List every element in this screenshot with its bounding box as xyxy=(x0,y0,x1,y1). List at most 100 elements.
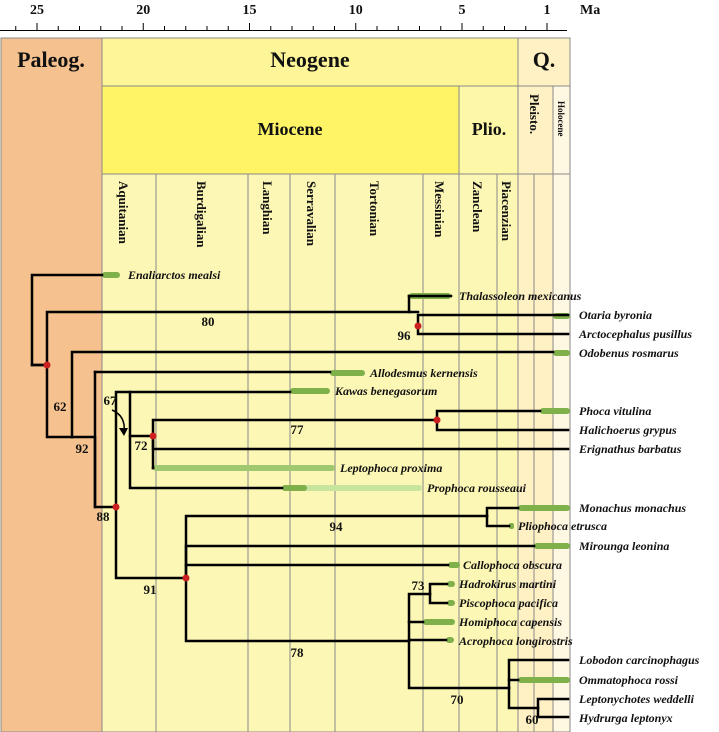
taxon-callophoca: Callophoca obscura xyxy=(463,558,562,572)
taxon-prophoca: Prophoca rousseaui xyxy=(427,481,527,495)
taxon-ommatophoca: Ommatophoca rossi xyxy=(579,673,679,687)
branch-kawas xyxy=(114,390,292,509)
node-label-62: 62 xyxy=(54,399,67,414)
stage-label-messinian: Messinian xyxy=(432,181,447,238)
taxon-monachus: Monachus monachus xyxy=(578,501,686,515)
node-label-88: 88 xyxy=(97,509,111,524)
stage-col-zanclean xyxy=(458,173,498,732)
range-allodesmus xyxy=(330,370,365,376)
node-dot-88 xyxy=(112,503,120,511)
branch-erignathus xyxy=(151,434,570,451)
stage-label-langhian: Langhian xyxy=(260,181,275,235)
taxon-kawas: Kawas benegasorum xyxy=(334,384,437,398)
stage-col-messinian xyxy=(422,173,460,732)
period-row: Paleog. Neogene Q. xyxy=(0,37,571,732)
node-label-91: 91 xyxy=(144,582,157,597)
node-dot-72 xyxy=(149,432,157,440)
stage-label-zanclean: Zanclean xyxy=(470,181,485,233)
range-bars xyxy=(102,272,570,683)
node-label-72: 72 xyxy=(135,438,148,453)
node-label-78: 78 xyxy=(291,645,305,660)
period-paleogene: Paleog. xyxy=(17,47,85,72)
branch-prophoca xyxy=(128,390,284,490)
branch-odobenus xyxy=(70,350,555,439)
miocene-box xyxy=(101,85,460,175)
node-labels: 80 96 62 92 67 72 77 88 94 91 73 78 70 6… xyxy=(54,314,539,727)
node-label-70: 70 xyxy=(451,692,464,707)
branch-pliophoca xyxy=(485,514,511,528)
node-label-94: 94 xyxy=(330,519,344,534)
quaternary-box xyxy=(517,37,571,87)
range-piscophoca xyxy=(447,600,455,606)
stage-label-serravalian: Serravalian xyxy=(304,181,319,247)
branch-node70 xyxy=(407,639,511,690)
taxon-erignathus: Erignathus barbatus xyxy=(578,442,682,456)
stage-col-piacenzian xyxy=(496,173,519,732)
node-label-96: 96 xyxy=(398,328,412,343)
taxon-homiphoca: Homiphoca capensis xyxy=(458,615,562,629)
taxon-halichoerus: Halichoerus grypus xyxy=(578,423,677,437)
range-prophoca-light xyxy=(282,485,422,491)
branch-otariid-stem xyxy=(45,310,420,367)
range-acrophoca xyxy=(446,637,454,643)
stage-col-langhian xyxy=(247,173,291,732)
branch-node78 xyxy=(184,576,411,643)
node-label-80: 80 xyxy=(202,314,215,329)
branch-mirounga xyxy=(184,544,536,580)
taxon-otaria: Otaria byronia xyxy=(579,308,652,322)
branch-hydrurga xyxy=(536,706,570,719)
node-dots xyxy=(43,322,441,582)
stage-col-serravalian xyxy=(289,173,336,732)
axis-tick-label: 20 xyxy=(136,3,150,18)
branch-hadrokirus xyxy=(428,582,449,596)
range-phoca xyxy=(540,408,570,414)
axis-tick-label: 25 xyxy=(30,3,44,18)
taxon-odobenus: Odobenus rosmarus xyxy=(579,346,679,360)
node-dot-96 xyxy=(414,322,422,330)
tree-branches xyxy=(30,273,570,719)
stage-col-pleistocene-a xyxy=(517,173,535,732)
taxon-piscophoca: Piscophoca pacifica xyxy=(459,596,558,610)
taxon-hydrurga: Hydrurga leptonyx xyxy=(578,711,673,725)
branch-piscophoca xyxy=(428,592,449,605)
period-quaternary: Q. xyxy=(533,47,556,72)
pliocene-box xyxy=(458,85,519,175)
range-hadrokirus xyxy=(447,581,455,587)
node-dot-phocini xyxy=(433,416,441,424)
stage-label-burdigalian: Burdigalian xyxy=(194,181,209,248)
range-ommatophoca xyxy=(518,677,570,683)
node-label-77: 77 xyxy=(291,422,305,437)
period-neogene: Neogene xyxy=(270,47,350,72)
node-label-92: 92 xyxy=(76,441,89,456)
stage-label-piacenzian: Piacenzian xyxy=(499,181,514,242)
stage-columns: Aquitanian Burdigalian Langhian Serraval… xyxy=(101,173,571,732)
branch-leptonychotes xyxy=(536,697,570,710)
taxon-leptophoca: Leptophoca proxima xyxy=(339,461,442,475)
taxon-leptonychotes: Leptonychotes weddelli xyxy=(578,692,695,706)
branch-node73-stem xyxy=(407,592,432,643)
node67-arrowhead xyxy=(119,428,128,436)
stage-label-tortonian: Tortonian xyxy=(367,181,382,237)
taxon-allodesmus: Allodesmus kernensis xyxy=(369,366,478,380)
paleogene-panel xyxy=(0,37,103,732)
epoch-holocene: Holocene xyxy=(556,101,566,137)
branch-phocini-stem xyxy=(151,418,439,438)
taxon-arctocephalus: Arctocephalus pusillus xyxy=(578,327,692,341)
range-odobenus xyxy=(553,350,570,356)
range-pliophoca xyxy=(509,523,514,529)
branch-lobodon xyxy=(507,658,570,690)
range-leptophoca xyxy=(153,465,335,471)
range-mirounga xyxy=(534,543,570,549)
node-label-60: 60 xyxy=(526,712,539,727)
axis-tick-label: 10 xyxy=(349,3,363,18)
epoch-miocene: Miocene xyxy=(258,119,323,139)
neogene-box xyxy=(101,37,519,87)
taxon-enaliarctos: Enaliarctos mealsi xyxy=(127,268,221,282)
range-enaliarctos xyxy=(102,272,120,278)
axis-unit: Ma xyxy=(580,3,600,18)
range-prophoca xyxy=(282,485,307,491)
epoch-row: Miocene Plio. Pleisto. Holocene xyxy=(101,85,571,175)
branch-otaria xyxy=(416,313,570,328)
